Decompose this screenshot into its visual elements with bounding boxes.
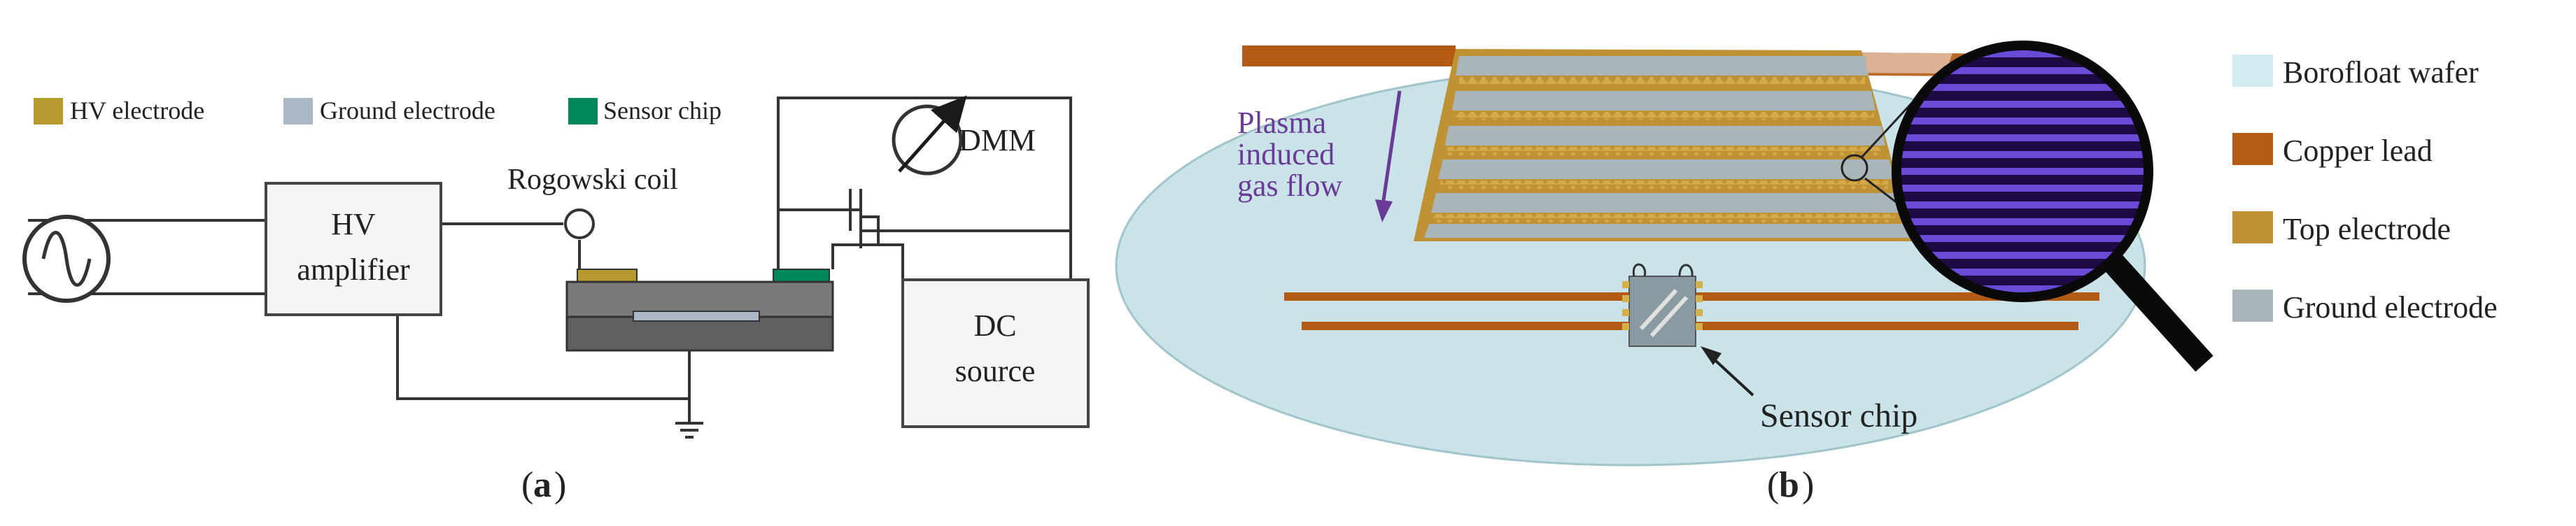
magnifier-target bbox=[1840, 154, 1868, 182]
borofloat-wafer-legend-label: Borofloat wafer bbox=[2283, 55, 2479, 90]
panel-a-caption: ( a ) bbox=[521, 465, 566, 505]
magnifier-icon bbox=[1840, 41, 2213, 372]
panel-b-caption-letter: b bbox=[1779, 465, 1799, 505]
svg-text:(: ( bbox=[521, 465, 533, 505]
top-electrode-swatch bbox=[2232, 211, 2273, 243]
hv-amplifier: HV amplifier bbox=[265, 182, 442, 316]
rogowski-coil-label: Rogowski coil bbox=[507, 164, 678, 196]
panel-b: Plasma induced gas flow bbox=[1115, 41, 2498, 505]
copper-lead-legend-label: Copper lead bbox=[2283, 134, 2433, 168]
panel-b-legend: Borofloat wafer Copper lead Top electrod… bbox=[2232, 55, 2498, 325]
dc-source-label-line1: DC bbox=[973, 308, 1016, 343]
sensor-chip-b bbox=[1622, 263, 1703, 347]
hv-amplifier-label-line2: amplifier bbox=[297, 253, 410, 287]
copper-lead-swatch bbox=[2232, 133, 2273, 165]
top-electrode-legend-label: Top electrode bbox=[2283, 212, 2451, 246]
svg-text:): ) bbox=[1802, 465, 1814, 505]
flow-arrow-icon bbox=[1380, 90, 1402, 211]
ground-electrode-strips bbox=[1424, 56, 1910, 238]
hv-amplifier-box bbox=[265, 182, 442, 316]
rogowski-coil-icon bbox=[564, 208, 595, 239]
sensor-chip-body bbox=[1628, 276, 1696, 347]
ground-electrode bbox=[633, 311, 760, 322]
panel-a-caption-letter: a bbox=[533, 465, 551, 505]
plasma-flow-annotation: Plasma induced gas flow bbox=[1237, 90, 1402, 222]
sensor-chip-swatch bbox=[568, 98, 598, 125]
panel-a: HV electrode Ground electrode Sensor chi… bbox=[22, 95, 1090, 505]
dmm-meter: DMM bbox=[892, 95, 1036, 176]
hv-electrode-swatch bbox=[34, 98, 63, 125]
magnifier-handle bbox=[2101, 250, 2213, 372]
panel-b-caption: ( b ) bbox=[1767, 465, 1814, 505]
flow-label-line3: gas flow bbox=[1237, 169, 1343, 203]
ground-symbol-icon bbox=[675, 422, 703, 439]
svg-text:): ) bbox=[554, 465, 566, 505]
sensor-chip-b-label: Sensor chip bbox=[1760, 397, 1917, 434]
borofloat-wafer-swatch bbox=[2232, 55, 2273, 87]
electrode-array bbox=[1414, 49, 1914, 241]
copper-lead-top-left bbox=[1242, 45, 1456, 66]
dmm-needle-icon bbox=[898, 95, 967, 173]
copper-lead-top-right-faded bbox=[1847, 52, 1952, 73]
hv-electrode-label: HV electrode bbox=[70, 97, 204, 125]
sine-wave-icon bbox=[41, 231, 92, 287]
flow-label-line2: induced bbox=[1237, 137, 1335, 171]
dc-source: DC source bbox=[901, 278, 1090, 428]
dbd-device bbox=[565, 269, 834, 352]
ac-source bbox=[22, 215, 111, 303]
ground-electrode-label: Ground electrode bbox=[320, 97, 495, 125]
ground-electrode-b-swatch bbox=[2232, 290, 2273, 322]
ground-electrode-swatch bbox=[283, 98, 313, 125]
hv-electrode bbox=[577, 269, 638, 283]
dc-source-box bbox=[901, 278, 1090, 428]
ground-electrode-b-legend-label: Ground electrode bbox=[2283, 290, 2498, 325]
sensor-chip bbox=[773, 269, 830, 283]
top-electrode-teeth bbox=[1433, 77, 1895, 222]
dc-source-label-line2: source bbox=[955, 354, 1036, 388]
flow-label-line1: Plasma bbox=[1237, 106, 1326, 140]
dielectric-bottom bbox=[565, 315, 834, 352]
rogowski-coil: Rogowski coil bbox=[507, 164, 678, 239]
sensor-chip-callout: Sensor chip bbox=[1701, 346, 1917, 434]
dmm-label: DMM bbox=[959, 123, 1036, 157]
panel-a-legend: HV electrode Ground electrode Sensor chi… bbox=[34, 97, 722, 125]
svg-text:(: ( bbox=[1767, 465, 1779, 505]
sensor-chip-label: Sensor chip bbox=[603, 97, 722, 125]
hv-amplifier-label-line1: HV bbox=[331, 207, 376, 241]
magnifier-lens bbox=[1892, 41, 2153, 302]
